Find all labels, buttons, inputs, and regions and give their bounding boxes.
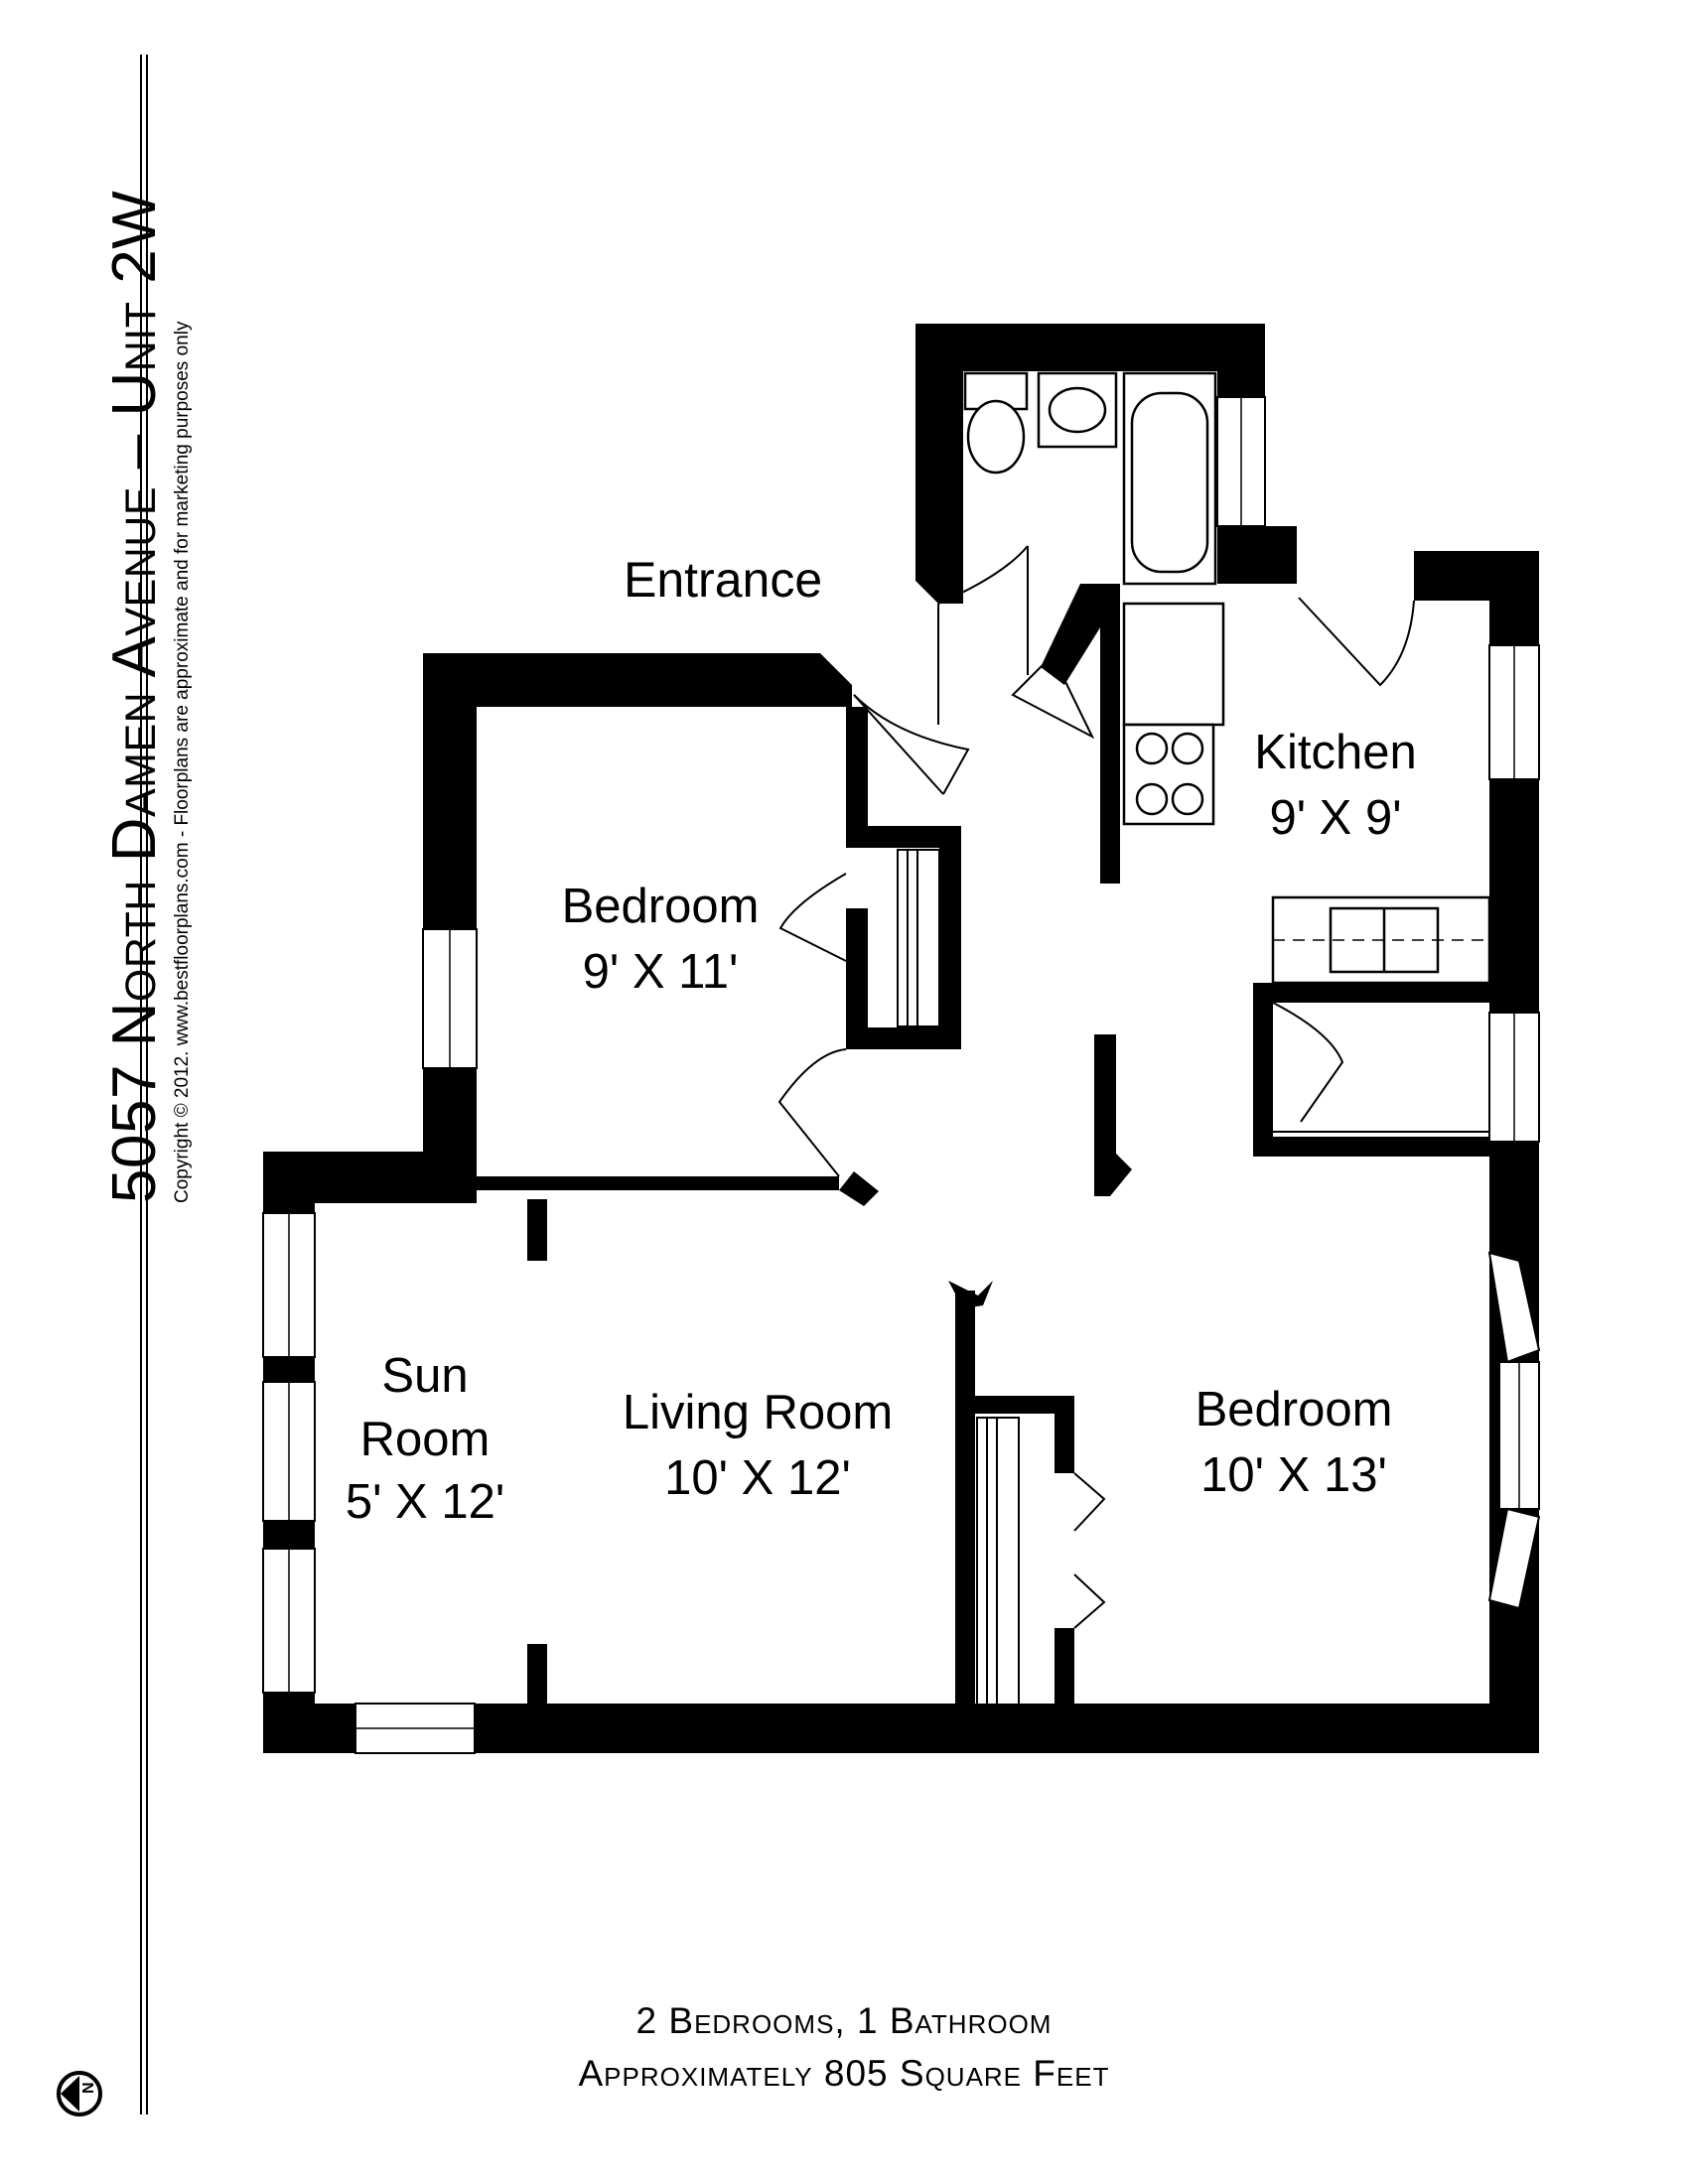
- wall: [263, 1704, 1539, 1753]
- wall: [477, 1176, 839, 1190]
- window: [1487, 1507, 1541, 1610]
- wall: [915, 324, 963, 552]
- room-name: Kitchen: [1254, 726, 1417, 779]
- wall: [846, 826, 961, 848]
- room-kitchen: Kitchen 9' X 9': [1254, 720, 1416, 851]
- wall: [846, 1027, 961, 1049]
- wall: [915, 552, 963, 604]
- room-sun-room: Sun Room 5' X 12': [346, 1345, 504, 1535]
- wall: [955, 1291, 975, 1707]
- window: [1487, 1251, 1541, 1364]
- window-panes: [288, 397, 1520, 1729]
- room-size: 9' X 11': [582, 945, 739, 1000]
- door-arc: [937, 545, 1029, 605]
- door-swing: [853, 694, 970, 795]
- door-swing: [1011, 653, 1095, 740]
- wall: [1055, 1396, 1074, 1473]
- wall: [1094, 1154, 1132, 1196]
- wall: [1253, 983, 1489, 1003]
- closets: [897, 849, 1489, 1706]
- door-swing: [1073, 1573, 1106, 1629]
- room-name-2: Room: [359, 1412, 491, 1466]
- toilet-bowl: [966, 399, 1026, 475]
- door-swing: [1298, 597, 1415, 687]
- room-size: 5' X 12': [345, 1475, 505, 1530]
- wall: [1253, 983, 1273, 1157]
- wall: [1094, 1034, 1116, 1183]
- entrance-label: Entrance: [624, 552, 823, 608]
- refrigerator: [1122, 602, 1225, 727]
- summary-square-feet: Approximately 805 Square Feet: [578, 2053, 1110, 2094]
- side-rule: [140, 55, 142, 2115]
- wall: [820, 653, 852, 707]
- wall: [527, 1644, 547, 1706]
- wall: [1414, 551, 1489, 601]
- wall: [423, 653, 820, 707]
- wall: [1055, 1628, 1074, 1707]
- burner: [1135, 782, 1169, 816]
- kitchen-fixtures: [1122, 602, 1491, 985]
- door-swing: [1272, 1002, 1344, 1123]
- side-rule: [146, 55, 148, 2115]
- summary-bedrooms-baths: 2 Bedrooms, 1 Bathroom: [635, 2000, 1053, 2041]
- wall: [1100, 596, 1120, 884]
- bathroom-fixtures: [963, 371, 1217, 586]
- wall: [915, 324, 1265, 371]
- room-bedroom-1: Bedroom 9' X 11': [562, 874, 760, 1005]
- wall: [846, 707, 868, 826]
- bathroom-sink: [1048, 386, 1107, 434]
- door-swing: [777, 1048, 847, 1177]
- room-size: 10' X 12': [664, 1451, 851, 1506]
- wall: [839, 1171, 879, 1206]
- wall: [939, 826, 961, 1049]
- room-bedroom-2: Bedroom 10' X 13': [1196, 1377, 1393, 1508]
- room-size: 10' X 13': [1200, 1448, 1387, 1503]
- room-living-room: Living Room 10' X 12': [623, 1380, 893, 1511]
- wall: [846, 908, 868, 1049]
- room-name: Bedroom: [1195, 1383, 1393, 1436]
- doors: [777, 545, 1415, 1629]
- door-swing: [1073, 1472, 1106, 1532]
- wall: [973, 1396, 1072, 1414]
- wall: [423, 653, 477, 1189]
- north-arrow-icon: N: [57, 2071, 102, 2116]
- room-size: 9' X 9': [1269, 791, 1402, 846]
- wall: [1217, 526, 1297, 584]
- north-letter: N: [80, 2082, 97, 2094]
- wall: [527, 1199, 547, 1261]
- wall: [1253, 1137, 1489, 1157]
- room-name: Living Room: [622, 1386, 894, 1439]
- wall: [948, 1281, 993, 1308]
- bathtub-basin: [1130, 391, 1209, 574]
- burner: [1135, 732, 1169, 765]
- door-swing: [778, 873, 847, 962]
- room-name: Sun: [381, 1349, 469, 1403]
- burner: [1171, 732, 1204, 765]
- room-name: Bedroom: [561, 880, 760, 933]
- burner: [1171, 782, 1204, 816]
